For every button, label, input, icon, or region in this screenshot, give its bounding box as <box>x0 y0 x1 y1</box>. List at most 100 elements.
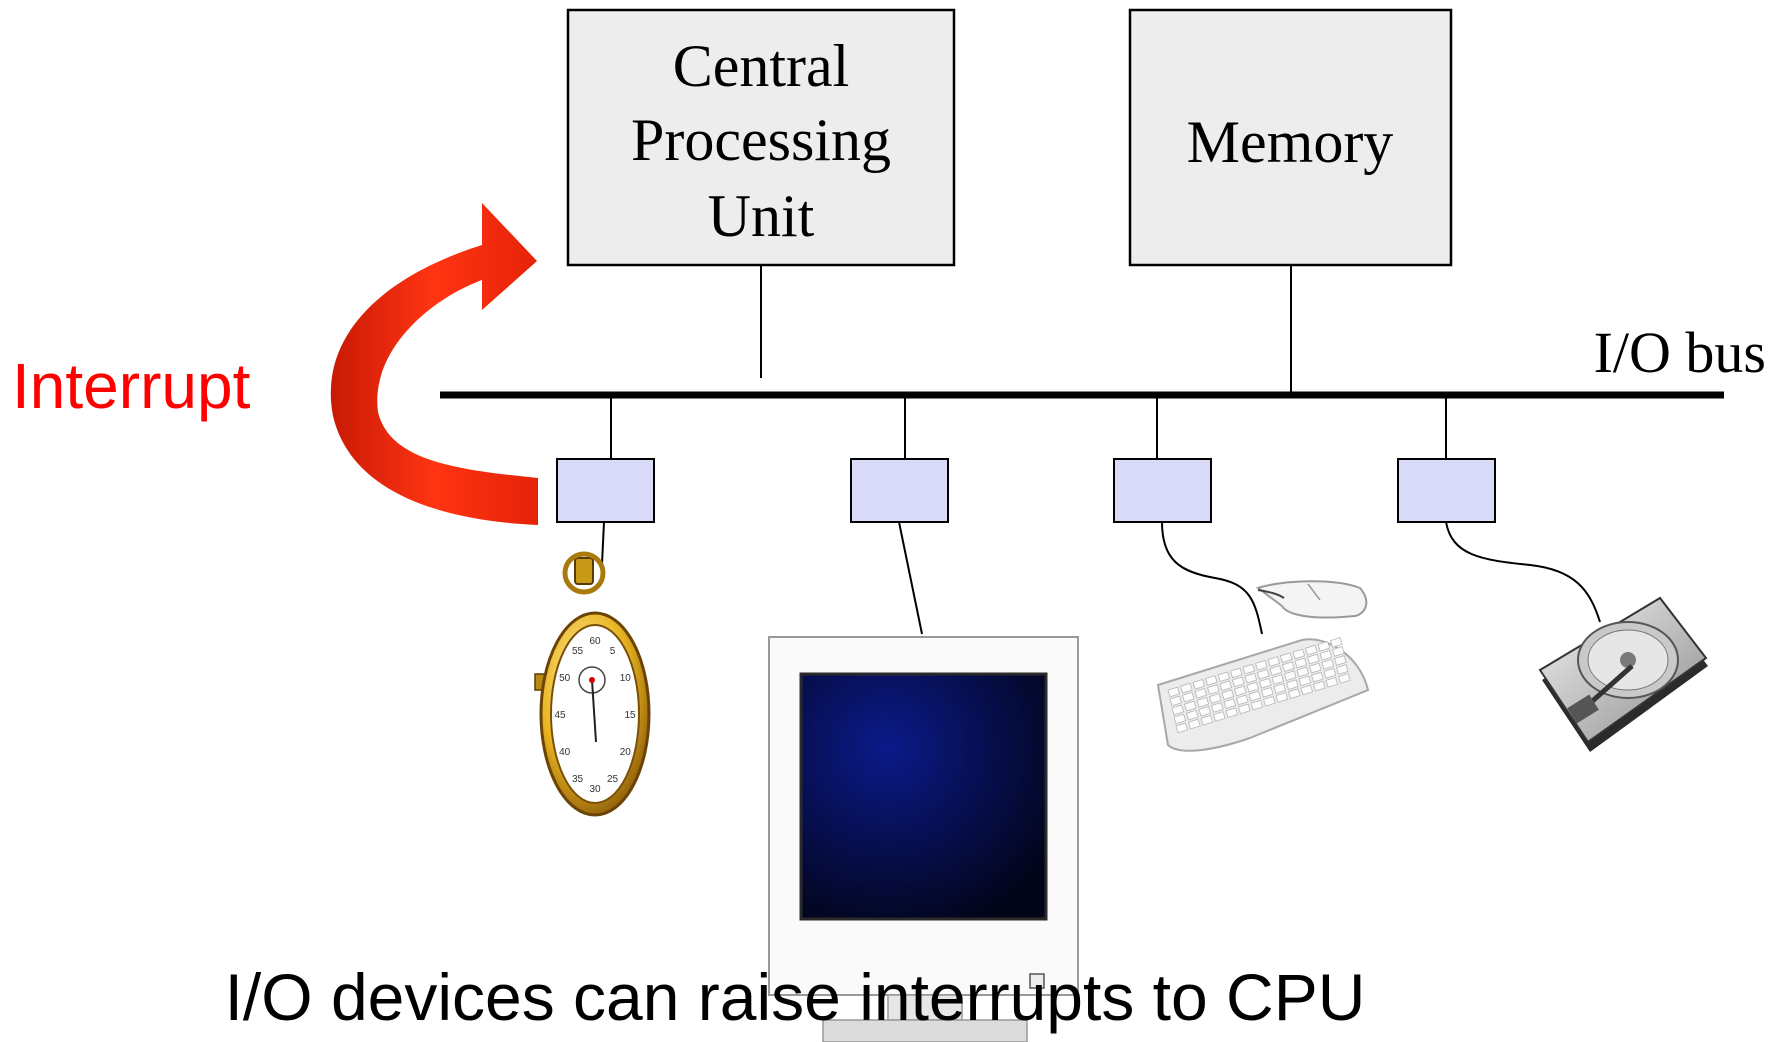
keyboard-key <box>1271 674 1285 685</box>
keyboard-key <box>1338 673 1351 684</box>
keyboard-key <box>1211 702 1224 713</box>
keyboard-key <box>1261 686 1274 698</box>
keyboard-key <box>1298 675 1312 687</box>
keyboard-key <box>1244 672 1258 684</box>
memory-label: Memory <box>1187 109 1394 175</box>
keyboard-key <box>1255 659 1268 671</box>
keyboard-key <box>1213 711 1226 722</box>
keyboard-key <box>1267 656 1281 667</box>
keyboard-key <box>1192 678 1206 690</box>
cpu-box: Central Processing Unit <box>566 8 956 267</box>
keyboard-key <box>1269 665 1283 676</box>
dial-number: 25 <box>607 774 619 785</box>
keyboard-key <box>1284 670 1297 681</box>
keyboard-key <box>1242 663 1256 675</box>
cable-disk <box>1445 521 1601 623</box>
dial-number: 60 <box>589 636 601 647</box>
memory-box: Memory <box>1128 8 1453 267</box>
keyboard-key <box>1259 677 1272 689</box>
keyboard-key <box>1167 686 1181 698</box>
dial-number: 20 <box>620 747 632 758</box>
keyboard-key <box>1225 707 1239 718</box>
keyboard-key <box>1330 637 1343 648</box>
keyboard-key <box>1205 675 1218 686</box>
keyboard-key <box>1273 683 1287 694</box>
keyboard-key <box>1280 652 1293 663</box>
cpu-label-line-2: Processing <box>631 107 891 173</box>
io-bus-label: I/O bus <box>1594 320 1766 385</box>
keyboard-key <box>1275 692 1289 703</box>
keyboard-key <box>1294 657 1308 669</box>
keyboard-key <box>1230 667 1243 679</box>
keyboard-key <box>1234 685 1247 697</box>
keyboard-key <box>1257 668 1270 680</box>
keyboard-key <box>1182 691 1195 703</box>
controller-keyboard <box>1113 458 1212 523</box>
keyboard-icon <box>1156 637 1370 752</box>
keyboard-key <box>1282 661 1295 672</box>
interrupt-label: Interrupt <box>12 350 251 422</box>
keyboard-key <box>1209 693 1222 704</box>
controller-timer <box>556 458 655 523</box>
monitor-icon <box>768 636 1079 1042</box>
keyboard-key <box>1323 667 1337 679</box>
keyboard-key <box>1307 653 1320 665</box>
controller-monitor <box>850 458 949 523</box>
dial-number: 40 <box>559 747 571 758</box>
keyboard-key <box>1194 687 1208 699</box>
keyboard-key <box>1196 696 1210 708</box>
dial-number: 45 <box>554 710 566 721</box>
dial-number: 10 <box>620 673 632 684</box>
keyboard-key <box>1219 680 1233 691</box>
keyboard-key <box>1184 700 1197 712</box>
cable-keyboard <box>1161 521 1263 635</box>
cable-monitor <box>898 521 923 635</box>
keyboard-key <box>1217 671 1231 682</box>
keyboard-key <box>1332 646 1345 657</box>
keyboard-key <box>1309 662 1322 674</box>
keyboard-key <box>1246 681 1260 693</box>
keyboard-key <box>1292 648 1306 660</box>
keyboard-key <box>1305 644 1318 656</box>
caption: I/O devices can raise interrupts to CPU <box>225 960 1366 1034</box>
keyboard-key <box>1325 676 1339 688</box>
keyboard-key <box>1236 694 1249 706</box>
keyboard-key <box>1296 666 1310 678</box>
keyboard-key <box>1319 649 1333 661</box>
keyboard-key <box>1175 722 1189 734</box>
keyboard-key <box>1173 713 1187 725</box>
keyboard-key <box>1286 679 1299 690</box>
dial-number: 55 <box>572 646 584 657</box>
keyboard-key <box>1169 695 1183 707</box>
keyboard-key <box>1171 704 1185 716</box>
keyboard-key <box>1250 699 1264 711</box>
keyboard-key <box>1263 695 1276 707</box>
keyboard-key <box>1186 709 1199 721</box>
keyboard-key <box>1300 684 1314 696</box>
keyboard-key <box>1207 684 1220 695</box>
dial-number: 5 <box>610 646 616 657</box>
keyboard-key <box>1313 680 1326 692</box>
keyboard-key <box>1221 689 1235 700</box>
keyboard-key <box>1180 682 1193 694</box>
controller-disk <box>1397 458 1496 523</box>
keyboard-key <box>1232 676 1245 688</box>
dial-number: 15 <box>624 710 636 721</box>
keyboard-key <box>1311 671 1324 683</box>
cpu-label-line-1: Central <box>673 33 850 99</box>
keyboard-key <box>1188 718 1201 730</box>
keyboard-key <box>1321 658 1335 670</box>
cpu-label-line-3: Unit <box>708 183 815 249</box>
hard-disk-icon <box>1538 596 1708 752</box>
keyboard-key <box>1317 640 1331 652</box>
interrupt-arrow-icon <box>330 203 538 525</box>
keyboard-key <box>1198 705 1212 717</box>
keyboard-key <box>1200 714 1214 726</box>
dial-number: 30 <box>589 784 601 795</box>
keyboard-key <box>1238 703 1251 715</box>
mouse-icon <box>1255 580 1368 619</box>
dial-number: 35 <box>572 774 584 785</box>
keyboard-key <box>1248 690 1262 702</box>
